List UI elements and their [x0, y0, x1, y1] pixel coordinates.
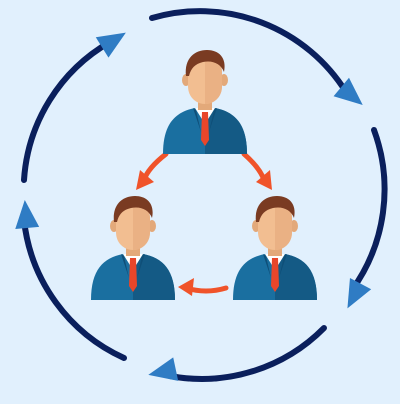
inner-arrowheads [136, 170, 272, 296]
arrowhead-icon [178, 278, 194, 296]
person-left-icon [91, 196, 175, 300]
outer-arc-bottom [167, 325, 327, 382]
arrowhead-icon [136, 170, 154, 190]
outer-cycle [21, 8, 388, 382]
curved-arrow-icon [241, 151, 267, 183]
arrowhead-icon [256, 170, 272, 190]
arrowhead-icon [145, 357, 179, 387]
outer-arc-top-right [149, 8, 349, 95]
outer-arc-left [21, 217, 127, 361]
arrowhead-icon [12, 199, 40, 229]
person-right-icon [233, 196, 317, 300]
outer-arc-top-left [21, 39, 113, 183]
outer-arc-right [349, 127, 388, 293]
curved-arrow-icon [141, 151, 169, 183]
person-top-icon [163, 50, 247, 154]
arrowhead-icon [95, 22, 133, 58]
arrowhead-icon [336, 278, 372, 314]
